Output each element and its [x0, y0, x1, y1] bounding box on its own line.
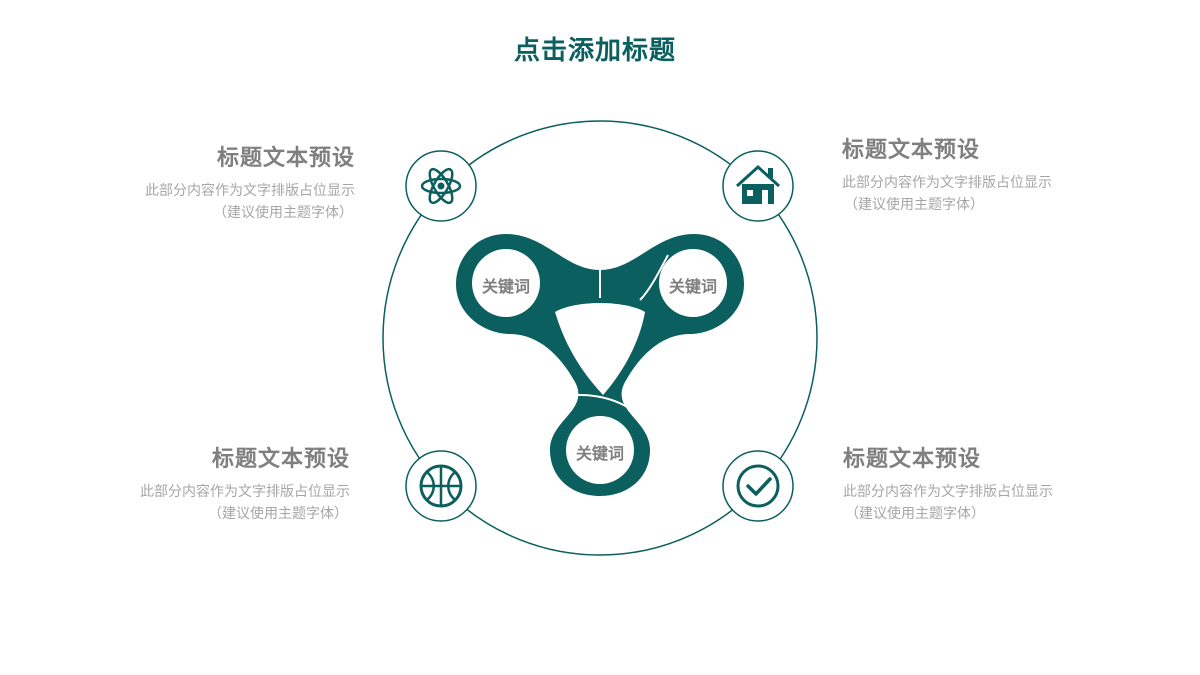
basketball-icon [405, 450, 477, 522]
block-body-line2: （建议使用主题字体） [844, 197, 984, 213]
block-body-line2: （建议使用主题字体） [208, 506, 348, 522]
keyword-circle-bottom [566, 416, 634, 484]
block-body-line1: 此部分内容作为文字排版占位显示 [842, 175, 1052, 191]
keyword-circle-right [659, 249, 727, 317]
tri-lobe-shape [456, 234, 744, 496]
block-heading: 标题文本预设 [843, 447, 982, 472]
block-body: 此部分内容作为文字排版占位显示 （建议使用主题字体） [90, 481, 350, 525]
block-body-line2: （建议使用主题字体） [213, 205, 353, 221]
atom-icon [405, 150, 477, 222]
text-block-bottom-right: 标题文本预设 此部分内容作为文字排版占位显示 （建议使用主题字体） [843, 441, 1103, 525]
block-body-line1: 此部分内容作为文字排版占位显示 [145, 183, 355, 199]
page-title: 点击添加标题 [513, 36, 676, 66]
block-body-line1: 此部分内容作为文字排版占位显示 [843, 484, 1053, 500]
text-block-top-right: 标题文本预设 此部分内容作为文字排版占位显示 （建议使用主题字体） [842, 132, 1102, 216]
block-body: 此部分内容作为文字排版占位显示 （建议使用主题字体） [843, 481, 1103, 525]
block-body-line2: （建议使用主题字体） [845, 506, 985, 522]
text-block-bottom-left: 标题文本预设 此部分内容作为文字排版占位显示 （建议使用主题字体） [90, 441, 350, 525]
keyword-label-bottom: 关键词 [575, 444, 624, 463]
house-icon [722, 150, 794, 222]
outer-ring [382, 120, 818, 556]
block-heading: 标题文本预设 [211, 447, 350, 472]
keyword-circle-left [472, 249, 540, 317]
keyword-label-left: 关键词 [481, 277, 530, 296]
block-body: 此部分内容作为文字排版占位显示 （建议使用主题字体） [95, 180, 355, 224]
block-body: 此部分内容作为文字排版占位显示 （建议使用主题字体） [842, 172, 1102, 216]
text-block-top-left: 标题文本预设 此部分内容作为文字排版占位显示 （建议使用主题字体） [95, 140, 355, 224]
block-heading: 标题文本预设 [842, 138, 981, 163]
check-icon [722, 450, 794, 522]
block-body-line1: 此部分内容作为文字排版占位显示 [140, 484, 350, 500]
block-heading: 标题文本预设 [216, 146, 355, 171]
keyword-label-right: 关键词 [668, 277, 717, 296]
